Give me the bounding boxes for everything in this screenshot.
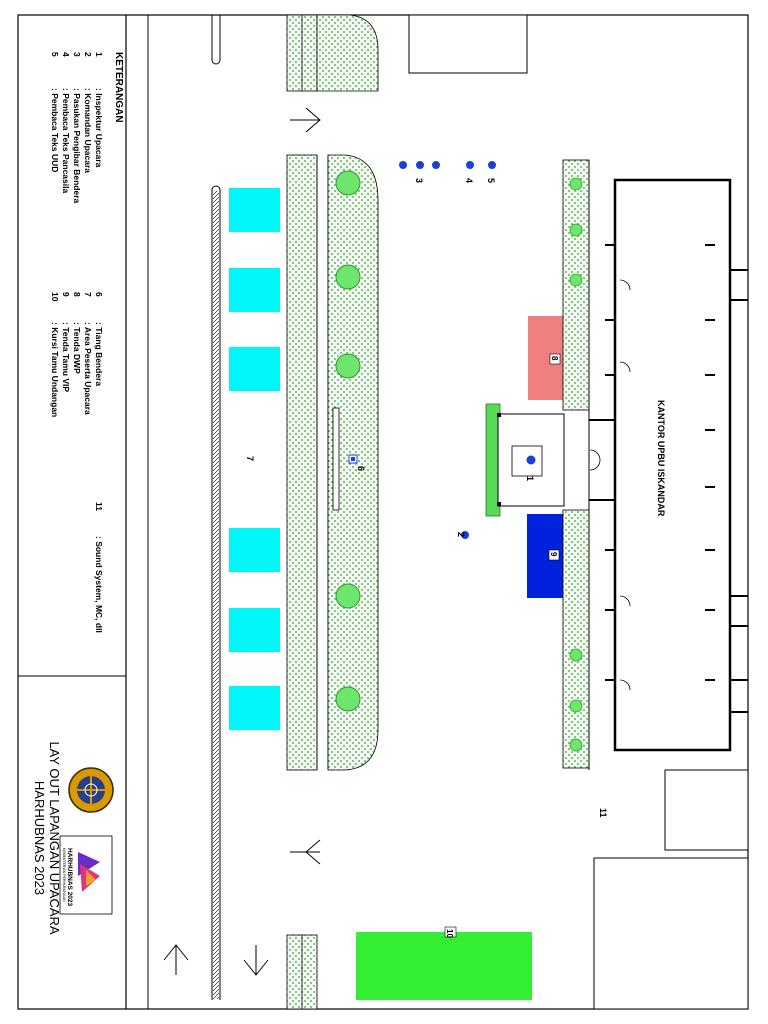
legend-text-2: : Komandan Upacara [83, 88, 93, 173]
median-trees [335, 170, 361, 712]
label-3: 3 [414, 178, 424, 183]
participant-block [229, 528, 280, 572]
participant-block [229, 608, 280, 652]
title-line-2: HARHUBNAS 2023 [32, 781, 47, 895]
tree [335, 264, 361, 290]
title-line-1: LAY OUT LAPANGAN UPACARA [47, 741, 62, 934]
shrub [569, 273, 583, 287]
tree [335, 170, 361, 196]
legend-text-10: : Kursi Tamu Undangan [50, 322, 60, 417]
median-bottom [286, 934, 318, 1010]
legend: KETERANGAN 1 : Inspektur Upacara 2 : Kom… [50, 52, 124, 633]
participant-block [229, 188, 280, 232]
harhubnas-logo-subtext: KEMENTERIAN PERHUBUNGAN [62, 848, 66, 902]
participant-block [229, 268, 280, 312]
label-11: 11 [598, 808, 608, 818]
label-9: 9 [549, 552, 558, 557]
legend-heading: KETERANGAN [113, 52, 124, 123]
tree [335, 686, 361, 712]
building-top-box [408, 14, 528, 74]
podium-area [485, 403, 565, 517]
label-10-box [444, 926, 457, 938]
arrow-icon [290, 107, 321, 133]
outer-frame [17, 14, 749, 1010]
main-building [589, 178, 748, 752]
label-5: 5 [486, 178, 496, 183]
shrub [569, 648, 583, 662]
legend-num-1: 1 [94, 52, 104, 57]
legend-num-2: 2 [83, 52, 93, 57]
building-label: KANTOR UPBU ISKANDAR [656, 400, 666, 517]
legend-text-7: : Area Peserta Upacara [83, 322, 93, 415]
officer-3 [399, 161, 407, 169]
legend-num-3: 3 [72, 52, 82, 57]
label-1: 1 [525, 476, 535, 481]
tree [335, 353, 361, 379]
shrub [569, 699, 583, 713]
label-9-box [548, 549, 560, 561]
participant-block [229, 347, 280, 391]
officer-4 [466, 161, 474, 169]
legend-text-1: : Inspektur Upacara [94, 88, 104, 168]
label-10: 10 [445, 929, 454, 938]
legend-num-4: 4 [61, 52, 71, 57]
harhubnas-logo-text: HARHUBNAS 2023 [66, 848, 73, 907]
title-block: LAY OUT LAPANGAN UPACARA HARHUBNAS 2023 [32, 741, 62, 934]
flagpole [348, 454, 358, 464]
legend-text-6: : Tiang Bendera [94, 322, 104, 386]
legend-num-11: 11 [94, 502, 104, 511]
direction-arrows [163, 107, 321, 976]
officer-3 [416, 161, 424, 169]
commander-marker [461, 531, 469, 539]
road-hatch-strip [213, 191, 219, 999]
median-main [286, 154, 379, 771]
arrow-icon [290, 839, 321, 865]
building-garden [562, 159, 590, 770]
arrow-icon [163, 944, 189, 975]
label-2: 2 [456, 532, 466, 537]
tree [335, 583, 361, 609]
participant-area [229, 188, 280, 730]
legend-text-11: : Sound System, MC, dll [94, 536, 104, 633]
legend-text-9: : Tenda Tamu VIP [61, 322, 71, 392]
legend-num-7: 7 [83, 292, 93, 297]
legend-num-6: 6 [94, 292, 104, 297]
label-8-box [549, 353, 561, 365]
legend-text-3: : Pasukan Pengibar Bendera [72, 88, 82, 204]
right-structures [593, 769, 749, 1010]
legend-num-10: 10 [50, 292, 60, 302]
ceremony-officers [399, 161, 496, 169]
legend-text-8: : Tenda DWP [72, 322, 82, 374]
shrub [569, 177, 583, 191]
legend-num-5: 5 [50, 52, 60, 57]
officer-5 [488, 161, 496, 169]
officer-3 [432, 161, 440, 169]
label-8: 8 [550, 356, 559, 361]
participant-block [229, 686, 280, 730]
label-4: 4 [464, 178, 474, 183]
shrub [569, 223, 583, 237]
label-7: 7 [245, 456, 255, 461]
shrub [569, 738, 583, 752]
harhubnas-logo: HARHUBNAS 2023 KEMENTERIAN PERHUBUNGAN [59, 835, 113, 915]
legend-text-4: : Pembaca Teks Pancasila [61, 88, 71, 193]
median-top [286, 14, 379, 92]
guest-chairs [356, 932, 532, 1000]
kemenhub-logo [68, 767, 114, 813]
arrow-icon [243, 945, 269, 976]
legend-num-8: 8 [72, 292, 82, 297]
legend-num-9: 9 [61, 292, 71, 297]
legend-text-5: : Pembaca Teks UUD [50, 88, 60, 172]
road-edges [211, 15, 221, 1000]
inspector-marker [526, 455, 536, 465]
label-6: 6 [356, 466, 366, 471]
